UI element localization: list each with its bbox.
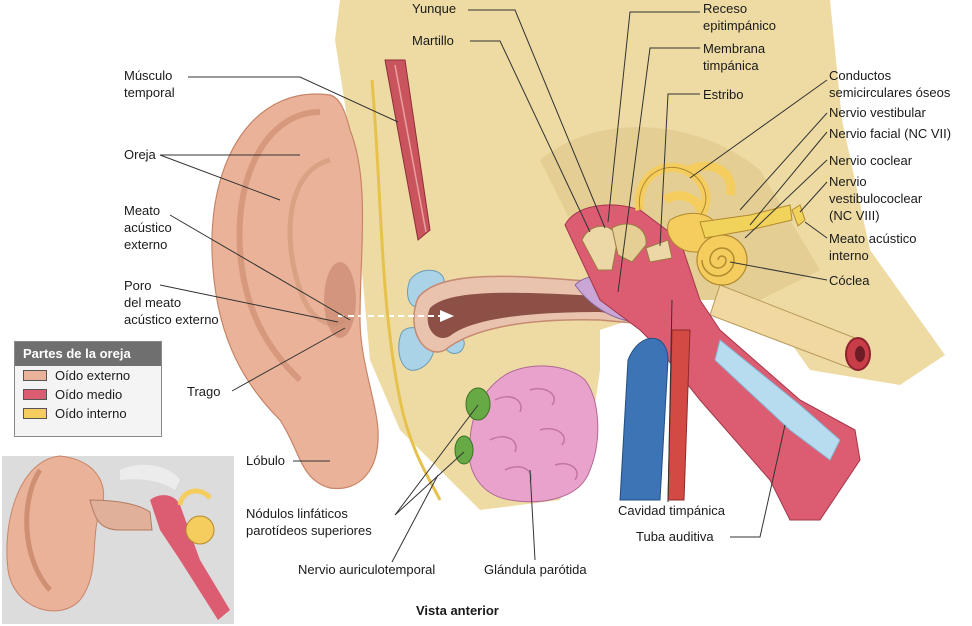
leader-conductos — [689, 79, 828, 179]
leader-nervio-vestibular — [739, 112, 828, 211]
legend-label-outer-ear: Oído externo — [55, 368, 131, 383]
figure-caption: Vista anterior — [416, 603, 499, 618]
leader-meato-interno — [804, 221, 828, 239]
label-nodulos-linfaticos: Nódulos linfáticos parotídeos superiores — [246, 506, 372, 538]
leader-nodulos — [394, 404, 479, 516]
leader-lines — [159, 9, 828, 563]
leader-nervio-coclear — [744, 159, 828, 239]
cochlea-outer — [696, 234, 748, 286]
legend-label-inner-ear: Oído interno — [55, 406, 127, 421]
label-receso-epitimpanico: Receso epitimpánico — [703, 1, 776, 33]
external-canal-lumen — [427, 292, 640, 338]
label-glandula-parotida: Glándula parótida — [484, 562, 587, 577]
incus — [611, 223, 647, 263]
muscle-fiber-line — [394, 64, 427, 233]
leader-oreja — [159, 154, 300, 201]
label-nervio-vestibulococlear: Nervio vestibulococlear (NC VIII) — [829, 174, 923, 223]
legend-label-middle-ear: Oído medio — [55, 387, 123, 402]
leader-vestibulococlear — [799, 181, 828, 213]
parotid-lobules — [489, 388, 578, 483]
leader-meato-externo — [169, 214, 351, 321]
concha — [324, 262, 356, 338]
leader-nervio-facial — [749, 131, 828, 226]
legend-item-middle-ear: Oído medio — [15, 385, 161, 404]
legend-swatch-outer-ear — [23, 370, 47, 381]
inset-ear-image — [2, 455, 234, 624]
label-trago: Trago — [187, 384, 221, 399]
label-poro-meato: Poro del meato acústico externo — [124, 278, 219, 327]
legend-box: Partes de la oreja Oído externo Oído med… — [14, 341, 162, 437]
tuba-auditiva-lumen — [714, 339, 841, 461]
leader-poro — [159, 284, 339, 323]
lymph-node-upper — [465, 387, 491, 421]
leader-yunque — [468, 9, 606, 229]
label-membrana-timpanica: Membrana timpánica — [703, 41, 766, 73]
leader-estribo — [659, 93, 700, 247]
label-conductos-semicirculares: Conductos semicirculares óseos — [829, 68, 951, 100]
label-yunque: Yunque — [412, 1, 457, 16]
label-martillo: Martillo — [412, 33, 454, 48]
label-oreja: Oreja — [124, 147, 156, 162]
label-tuba-auditiva: Tuba auditiva — [636, 529, 714, 544]
leader-cavidad — [667, 299, 673, 503]
semicircular-canals-outline — [638, 166, 707, 216]
label-musculo-temporal: Músculo temporal — [124, 68, 175, 100]
label-meato-acustico-externo: Meato acústico externo — [124, 203, 172, 252]
leader-auriculotemporal — [391, 474, 439, 563]
auriculotemporal-nerve — [370, 79, 442, 501]
legend-title: Partes de la oreja — [15, 342, 161, 366]
auricle — [211, 93, 379, 490]
helix-fold — [236, 109, 321, 383]
lymph-node-lower — [454, 435, 474, 465]
antihelix-fold — [287, 157, 347, 327]
canal-arrow-head — [440, 310, 454, 322]
leader-tuba — [730, 424, 786, 538]
legend-item-inner-ear: Oído interno — [15, 404, 161, 423]
label-cavidad-timpanica: Cavidad timpánica — [618, 503, 725, 518]
label-lobulo: Lóbulo — [246, 453, 286, 468]
malleus — [581, 225, 619, 271]
leader-glandula — [529, 469, 536, 561]
leader-coclea — [729, 261, 828, 281]
label-nervio-vestibular: Nervio vestibular — [829, 105, 926, 120]
label-coclea: Cóclea — [829, 273, 870, 288]
label-estribo: Estribo — [703, 87, 744, 102]
leader-trago — [231, 327, 346, 392]
label-nervio-facial: Nervio facial (NC VII) — [829, 126, 952, 141]
legend-swatch-middle-ear — [23, 389, 47, 400]
label-nervio-auriculotemporal: Nervio auriculotemporal — [298, 562, 436, 577]
leader-receso — [607, 11, 700, 223]
leader-martillo — [470, 40, 591, 233]
internal-jugular-vein — [619, 337, 669, 501]
legend-swatch-inner-ear — [23, 408, 47, 419]
leader-membrana — [617, 47, 700, 293]
leader-musculo — [188, 76, 399, 123]
cochlea-spiral — [701, 247, 735, 277]
label-nervio-coclear: Nervio coclear — [829, 153, 913, 168]
meatus-lumen — [855, 346, 865, 362]
vestibulocochlear-nerve-bundle — [699, 204, 793, 239]
legend-item-outer-ear: Oído externo — [15, 366, 161, 385]
label-meato-acustico-interno: Meato acústico interno — [829, 231, 917, 263]
